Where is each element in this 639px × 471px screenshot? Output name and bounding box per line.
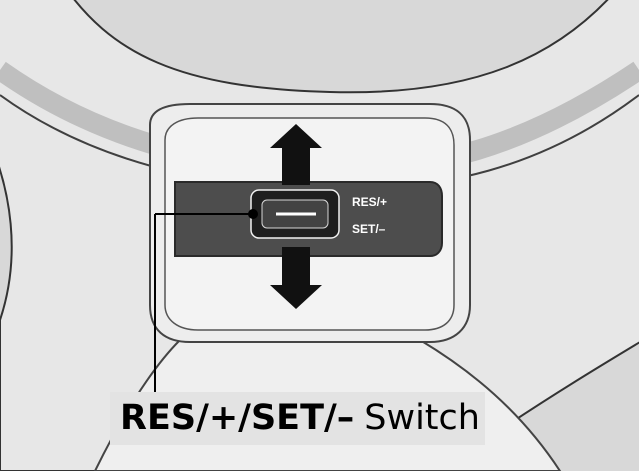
caption-bold-text: RES/+/SET/– (120, 398, 355, 438)
lower-switch-label: SET/– (352, 222, 386, 236)
pointer-dot (248, 209, 258, 219)
arrow-up-icon (270, 124, 322, 185)
arrow-down-icon (270, 247, 322, 309)
switch-caption: RES/+/SET/– Switch (110, 392, 485, 445)
caption-normal-text: Switch (364, 398, 480, 438)
upper-switch-label: RES/+ (352, 195, 387, 209)
